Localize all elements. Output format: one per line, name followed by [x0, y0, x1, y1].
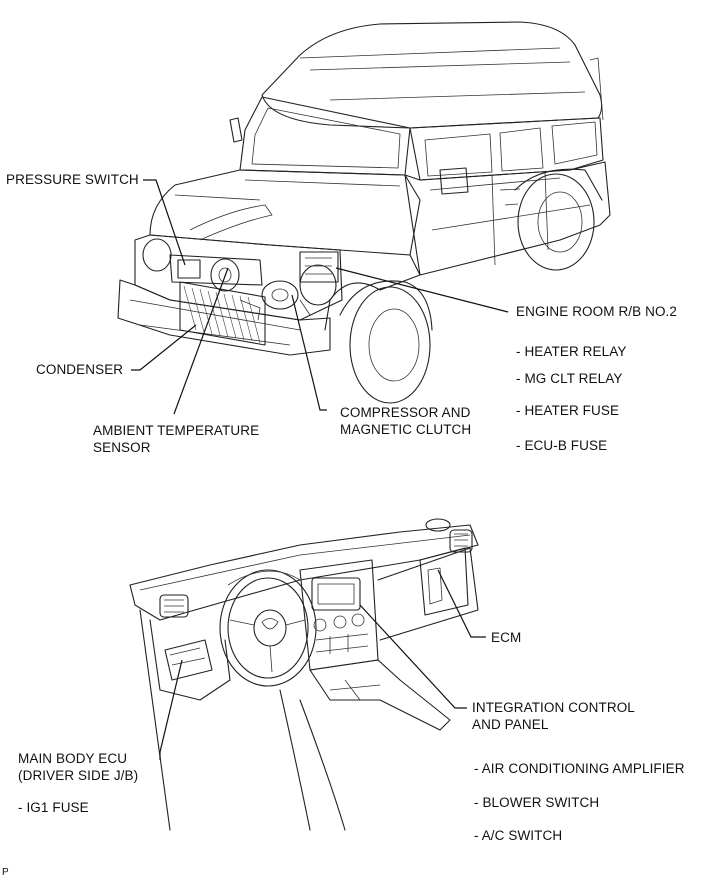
compressor-label-line1: COMPRESSOR AND: [340, 405, 471, 420]
integration-panel-label-line1: INTEGRATION CONTROL: [472, 700, 635, 715]
leader-lines: [131, 179, 509, 760]
mg-clt-relay-label: - MG CLT RELAY: [516, 371, 623, 386]
heater-relay-label: - HEATER RELAY: [516, 344, 627, 359]
main-body-ecu-label-line1: MAIN BODY ECU: [18, 751, 128, 766]
pressure-switch-label: PRESSURE SWITCH: [6, 172, 139, 187]
ac-switch-label: - A/C SWITCH: [474, 828, 563, 843]
ambient-sensor-label-line1: AMBIENT TEMPERATURE: [93, 423, 260, 438]
integration-panel-label-line2: AND PANEL: [472, 717, 549, 732]
blower-switch-label: - BLOWER SWITCH: [474, 795, 600, 810]
ig1-fuse-label: - IG1 FUSE: [18, 800, 89, 815]
ecu-b-fuse-label: - ECU-B FUSE: [516, 438, 608, 453]
heater-fuse-label: - HEATER FUSE: [516, 403, 620, 418]
air-conditioning-amplifier-label: - AIR CONDITIONING AMPLIFIER: [474, 761, 685, 776]
engine-room-rb-label: ENGINE ROOM R/B NO.2: [516, 304, 678, 319]
ambient-sensor-label-line2: SENSOR: [93, 440, 151, 455]
dashboard-drawing: [129, 518, 479, 831]
condenser-label: CONDENSER: [36, 362, 124, 377]
compressor-label-line2: MAGNETIC CLUTCH: [340, 422, 472, 437]
main-body-ecu-label-line2: (DRIVER SIDE J/B): [18, 768, 139, 783]
corner-mark: P: [2, 867, 9, 878]
vehicle-drawing: [117, 21, 611, 404]
ecm-label: ECM: [491, 630, 522, 645]
